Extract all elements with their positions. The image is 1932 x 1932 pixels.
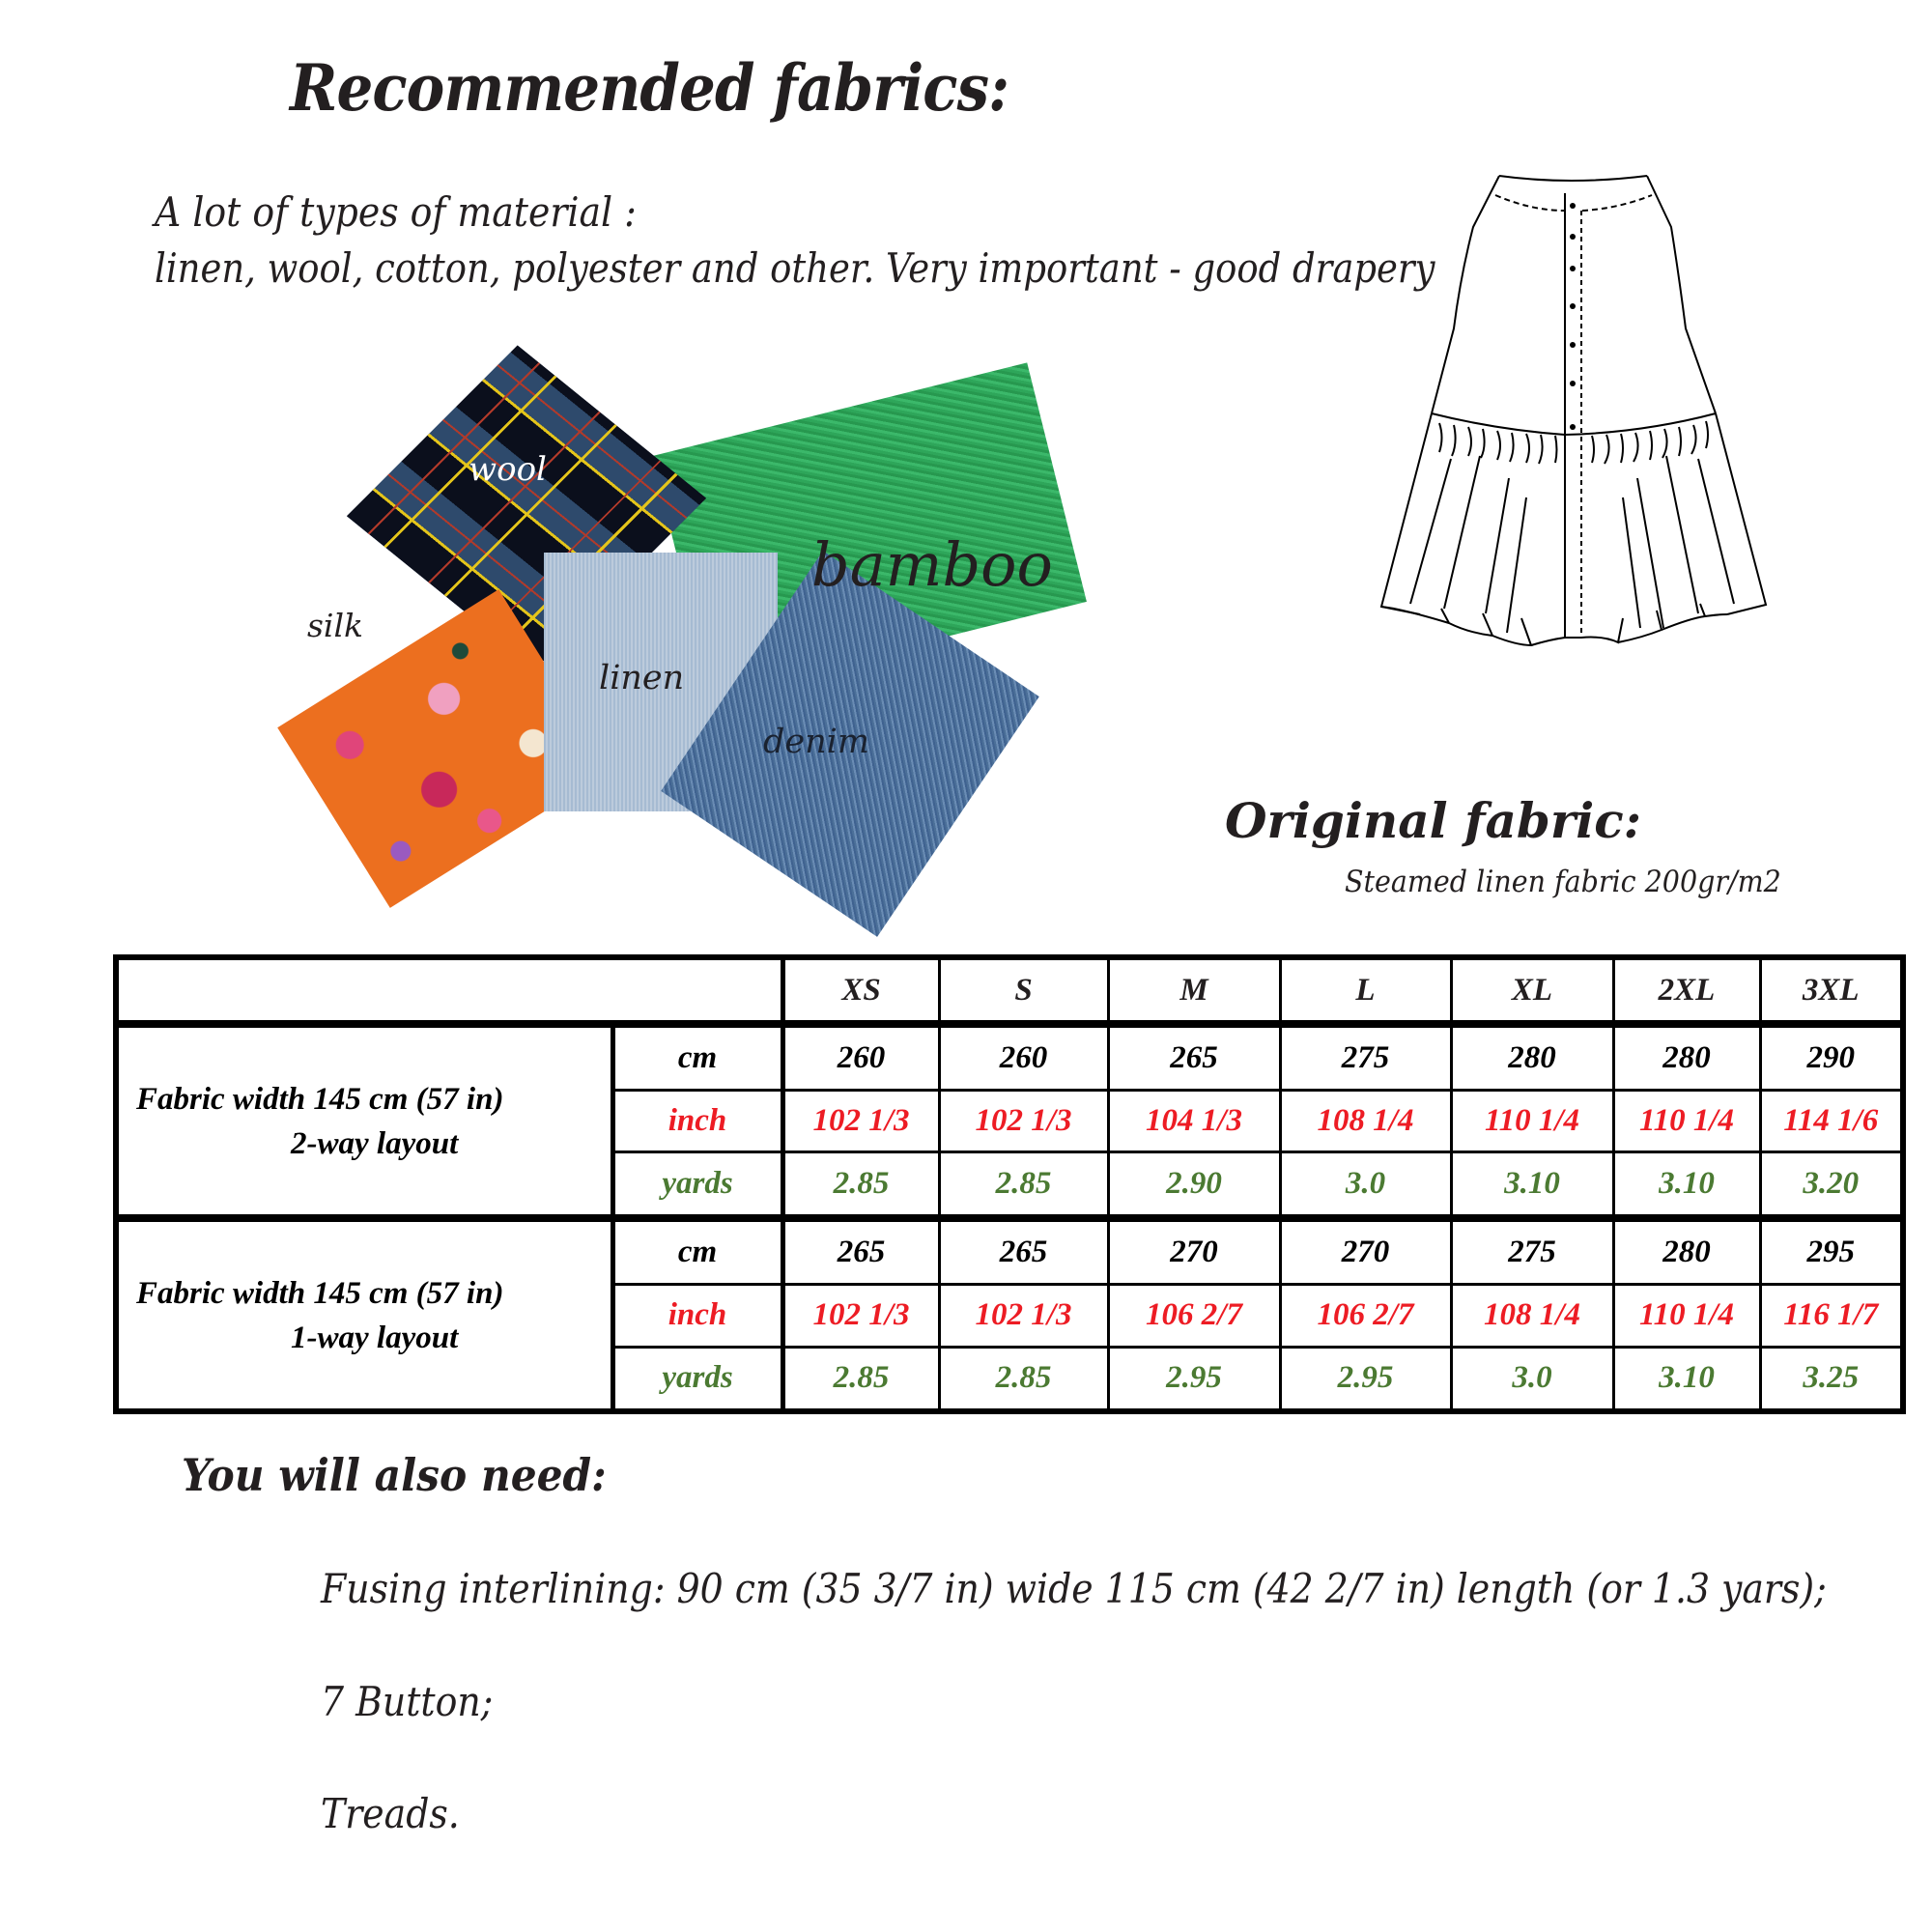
cell-value: 3.10 (1611, 1345, 1762, 1413)
swatch-label-wool: wool (469, 450, 547, 489)
cell-value: 270 (1278, 1214, 1453, 1287)
skirt-illustration (1379, 175, 1768, 647)
intro-line-1: A lot of types of material : (155, 188, 637, 236)
cell-value: 110 1/4 (1611, 1283, 1762, 1349)
group-label-2-way: Fabric width 145 cm (57 in) 2-way layout (114, 1019, 615, 1220)
cell-value: 108 1/4 (1449, 1283, 1615, 1349)
cell-value: 110 1/4 (1449, 1088, 1615, 1154)
cell-value: 260 (937, 1019, 1110, 1092)
cell-value: 2.95 (1278, 1345, 1453, 1413)
original-fabric-title: Original fabric: (1225, 792, 1642, 849)
table-row-cm: Fabric width 145 cm (57 in) 2-way layout… (114, 1019, 1905, 1220)
unit-cm: cm (611, 1214, 785, 1287)
cell-value: 2.85 (780, 1345, 941, 1413)
size-header: XS (780, 955, 941, 1026)
size-header: 3XL (1758, 955, 1905, 1026)
header-empty-cell (114, 955, 784, 1026)
original-fabric-description: Steamed linen fabric 200gr/m2 (1345, 865, 1781, 899)
group-label-line2: 1-way layout (291, 1320, 459, 1355)
cell-value: 295 (1758, 1214, 1905, 1287)
unit-inch: inch (611, 1088, 785, 1154)
cell-value: 2.85 (937, 1345, 1110, 1413)
cell-value: 106 2/7 (1106, 1283, 1282, 1349)
group-label-line1: Fabric width 145 cm (57 in) (136, 1081, 504, 1117)
table-row-cm: Fabric width 145 cm (57 in) 1-way layout… (114, 1214, 1905, 1413)
cell-value: 3.10 (1611, 1151, 1762, 1220)
cell-value: 265 (1106, 1019, 1282, 1092)
table-row-inch: inch 102 1/3 102 1/3 106 2/7 106 2/7 108… (116, 1283, 1905, 1349)
cell-value: 260 (780, 1019, 941, 1092)
cell-value: 114 1/6 (1758, 1088, 1905, 1154)
unit-yards: yards (611, 1151, 785, 1220)
cell-value: 102 1/3 (780, 1283, 941, 1349)
cell-value: 102 1/3 (780, 1088, 941, 1154)
cell-value: 280 (1449, 1019, 1615, 1092)
size-header-row: XS S M L XL 2XL 3XL (114, 955, 1905, 1026)
table-row-inch: inch 102 1/3 102 1/3 104 1/3 108 1/4 110… (116, 1088, 1905, 1154)
cell-value: 116 1/7 (1758, 1283, 1905, 1349)
cell-value: 280 (1611, 1214, 1762, 1287)
swatch-label-silk: silk (307, 607, 364, 644)
unit-yards: yards (611, 1345, 785, 1413)
cell-value: 265 (780, 1214, 941, 1287)
unit-cm: cm (611, 1019, 785, 1092)
cell-value: 102 1/3 (937, 1283, 1110, 1349)
cell-value: 110 1/4 (1611, 1088, 1762, 1154)
cell-value: 2.95 (1106, 1345, 1282, 1413)
unit-inch: inch (611, 1283, 785, 1349)
cell-value: 3.25 (1758, 1345, 1905, 1413)
page-title: Recommended fabrics: (290, 50, 1009, 126)
need-item-buttons: 7 Button; (321, 1678, 494, 1725)
cell-value: 280 (1611, 1019, 1762, 1092)
cell-value: 102 1/3 (937, 1088, 1110, 1154)
cell-value: 2.90 (1106, 1151, 1282, 1220)
cell-value: 275 (1278, 1019, 1453, 1092)
need-item-threads: Treads. (321, 1790, 460, 1837)
cell-value: 104 1/3 (1106, 1088, 1282, 1154)
swatch-label-linen: linen (599, 659, 685, 697)
table-row-yards: yards 2.85 2.85 2.90 3.0 3.10 3.10 3.20 (116, 1151, 1905, 1220)
group-label-line2: 2-way layout (291, 1125, 459, 1161)
size-header: XL (1449, 955, 1615, 1026)
cell-value: 2.85 (780, 1151, 941, 1220)
intro-line-2: linen, wool, cotton, polyester and other… (155, 244, 1435, 292)
cell-value: 106 2/7 (1278, 1283, 1453, 1349)
cell-value: 290 (1758, 1019, 1905, 1092)
cell-value: 265 (937, 1214, 1110, 1287)
cell-value: 270 (1106, 1214, 1282, 1287)
cell-value: 275 (1449, 1214, 1615, 1287)
size-header: L (1278, 955, 1453, 1026)
cell-value: 3.0 (1278, 1151, 1453, 1220)
button-dots (1570, 203, 1576, 430)
fabric-consumption-table: XS S M L XL 2XL 3XL Fabric width 145 cm … (113, 954, 1906, 1414)
cell-value: 2.85 (937, 1151, 1110, 1220)
group-label-line1: Fabric width 145 cm (57 in) (136, 1275, 504, 1311)
swatch-label-denim: denim (763, 723, 870, 761)
table-row-yards: yards 2.85 2.85 2.95 2.95 3.0 3.10 3.25 (116, 1345, 1905, 1413)
swatch-label-bamboo: bamboo (811, 529, 1053, 600)
size-header: S (937, 955, 1110, 1026)
group-label-1-way: Fabric width 145 cm (57 in) 1-way layout (114, 1214, 615, 1413)
size-header: 2XL (1611, 955, 1762, 1026)
also-need-title: You will also need: (182, 1449, 607, 1501)
need-item-interlining: Fusing interlining: 90 cm (35 3/7 in) wi… (321, 1565, 1827, 1612)
cell-value: 3.20 (1758, 1151, 1905, 1220)
size-header: M (1106, 955, 1282, 1026)
cell-value: 3.0 (1449, 1345, 1615, 1413)
cell-value: 108 1/4 (1278, 1088, 1453, 1154)
cell-value: 3.10 (1449, 1151, 1615, 1220)
